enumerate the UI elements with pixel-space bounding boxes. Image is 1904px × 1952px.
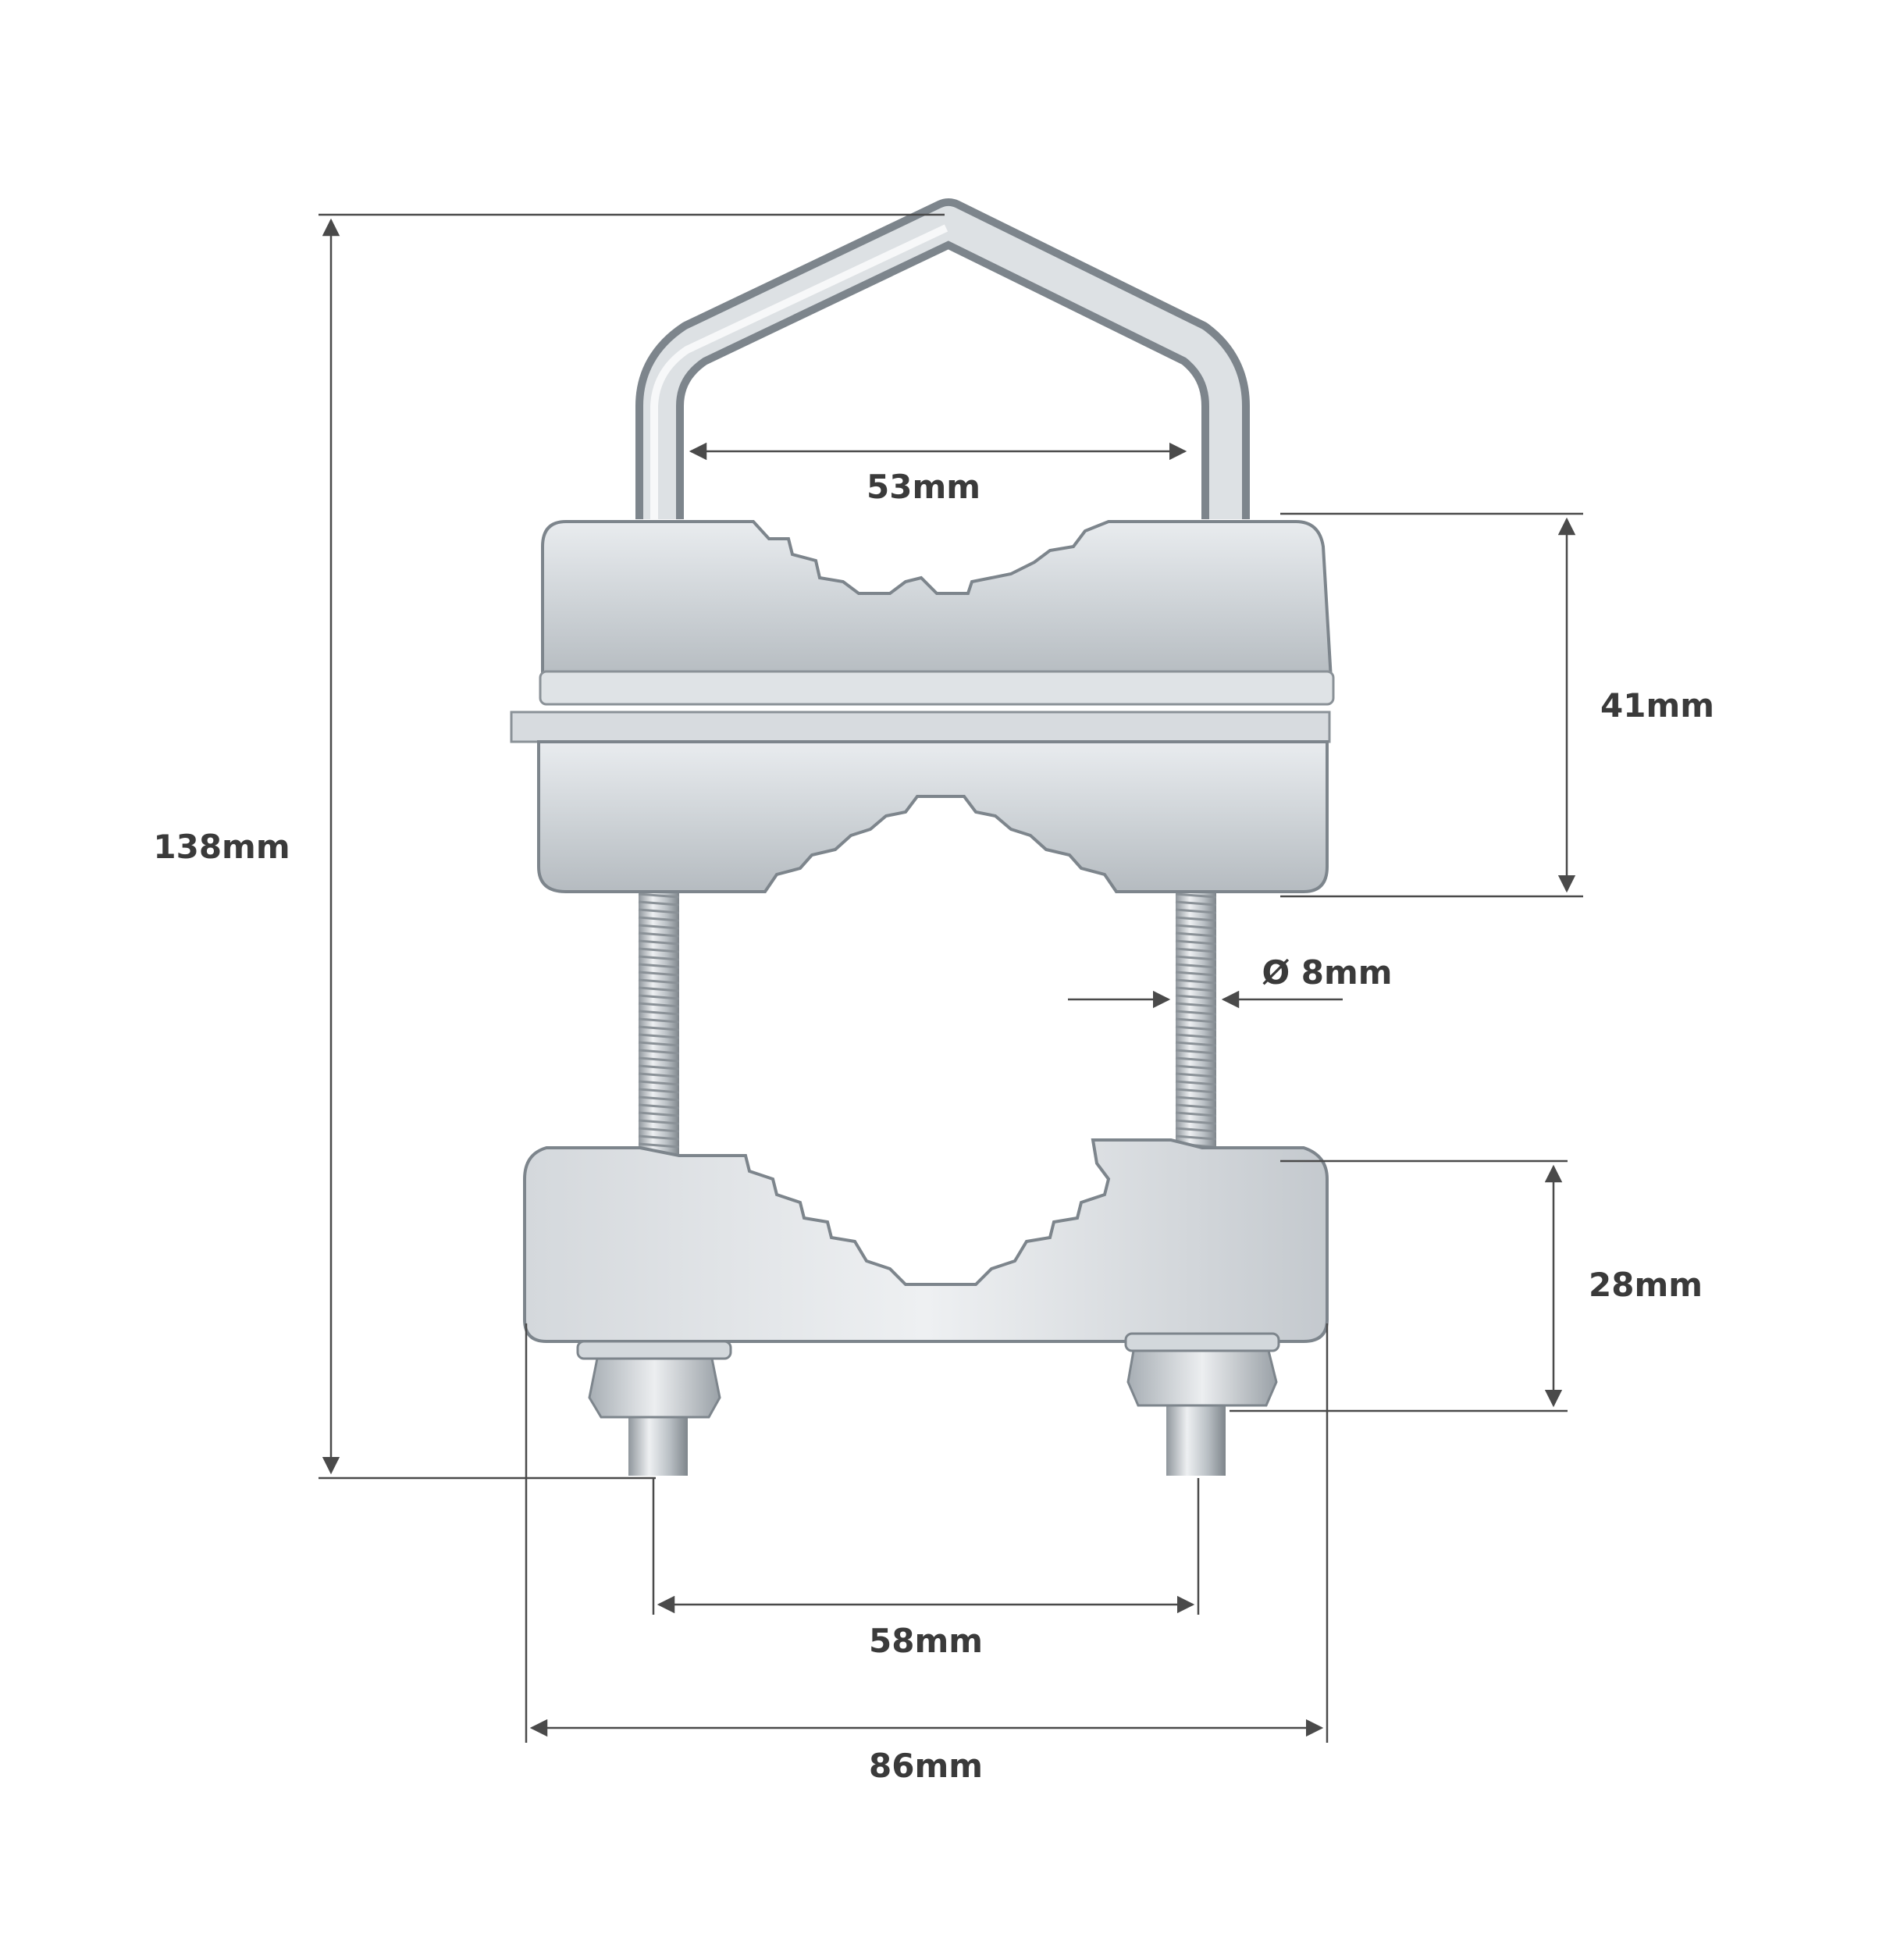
thread-groove — [638, 924, 680, 930]
thread-groove — [638, 1127, 680, 1133]
thread-groove — [638, 947, 680, 953]
thread-groove — [638, 939, 680, 946]
thread-groove — [1175, 1080, 1217, 1086]
upper-clamp-bottom-plate — [510, 711, 1331, 893]
thread-groove — [638, 1111, 680, 1117]
thread-groove — [638, 931, 680, 938]
thread-groove — [1175, 892, 1217, 899]
thread-groove — [1175, 1072, 1217, 1078]
thread-groove — [1175, 1010, 1217, 1016]
upper-clamp-top-plate — [539, 520, 1335, 706]
thread-groove — [1175, 1041, 1217, 1047]
thread-groove — [1175, 1088, 1217, 1094]
thread-groove — [1175, 971, 1217, 977]
thread-groove — [638, 971, 680, 977]
thread-groove — [1175, 1103, 1217, 1110]
thread-groove — [1175, 924, 1217, 930]
thread-groove — [638, 1119, 680, 1125]
thread-groove — [638, 1064, 680, 1070]
thread-groove — [638, 1033, 680, 1039]
thread-groove — [1175, 1095, 1217, 1102]
thread-groove — [638, 892, 680, 899]
total-height-label: 138mm — [153, 828, 290, 866]
thread-groove — [638, 986, 680, 992]
dimension-lines — [319, 213, 1583, 1743]
thread-groove — [638, 1088, 680, 1094]
thread-groove — [638, 1041, 680, 1047]
thread-groove — [1175, 939, 1217, 946]
thread-groove — [638, 963, 680, 969]
thread-groove — [638, 1056, 680, 1063]
lower-clamp-height-label: 28mm — [1589, 1266, 1703, 1304]
lower-clamp-plate — [523, 1138, 1329, 1343]
bolt-spacing-label: 58mm — [869, 1622, 983, 1660]
thread-groove — [638, 1142, 680, 1149]
thread-groove — [1175, 1056, 1217, 1063]
upper-clamp-height-label: 41mm — [1600, 686, 1714, 725]
u-bolt — [635, 198, 1250, 519]
thread-groove — [1175, 1119, 1217, 1125]
thread-groove — [638, 1002, 680, 1008]
thread-groove — [638, 1072, 680, 1078]
thread-groove — [638, 1017, 680, 1024]
thread-groove — [638, 1010, 680, 1016]
thread-groove — [638, 1049, 680, 1055]
bolt-diameter-label: Ø 8mm — [1262, 953, 1392, 992]
thread-groove — [638, 955, 680, 961]
washer-nut-left — [576, 1340, 732, 1419]
thread-groove — [1175, 1033, 1217, 1039]
thread-groove — [1175, 947, 1217, 953]
thread-groove — [1175, 1127, 1217, 1133]
thread-groove — [638, 1095, 680, 1102]
thread-groove — [638, 1135, 680, 1141]
thread-groove — [1175, 1017, 1217, 1024]
thread-groove — [1175, 963, 1217, 969]
thread-groove — [1175, 900, 1217, 907]
thread-groove — [638, 1025, 680, 1031]
thread-groove — [1175, 1064, 1217, 1070]
thread-groove — [638, 978, 680, 985]
thread-groove — [1175, 1002, 1217, 1008]
u-bolt-width-label: 53mm — [867, 468, 980, 506]
thread-groove — [1175, 986, 1217, 992]
washer-nut-right — [1124, 1332, 1280, 1407]
thread-groove — [1175, 1049, 1217, 1055]
thread-groove — [638, 1103, 680, 1110]
thread-groove — [1175, 1111, 1217, 1117]
dimension-labels: 138mm 53mm 41mm Ø 8mm 28mm 58mm 86mm — [153, 468, 1714, 1785]
thread-groove — [638, 916, 680, 922]
thread-groove — [1175, 994, 1217, 1000]
thread-groove — [638, 994, 680, 1000]
thread-groove — [638, 1080, 680, 1086]
thread-groove — [638, 908, 680, 914]
clamp-width-label: 86mm — [869, 1747, 983, 1785]
thread-groove — [1175, 1135, 1217, 1141]
mast-clamp-product — [510, 198, 1335, 1476]
thread-groove — [1175, 1025, 1217, 1031]
threaded-rod-right — [1166, 890, 1226, 1476]
thread-groove — [1175, 931, 1217, 938]
thread-groove — [1175, 978, 1217, 985]
thread-groove — [1175, 916, 1217, 922]
thread-groove — [1175, 908, 1217, 914]
thread-groove — [1175, 955, 1217, 961]
thread-groove — [638, 900, 680, 907]
